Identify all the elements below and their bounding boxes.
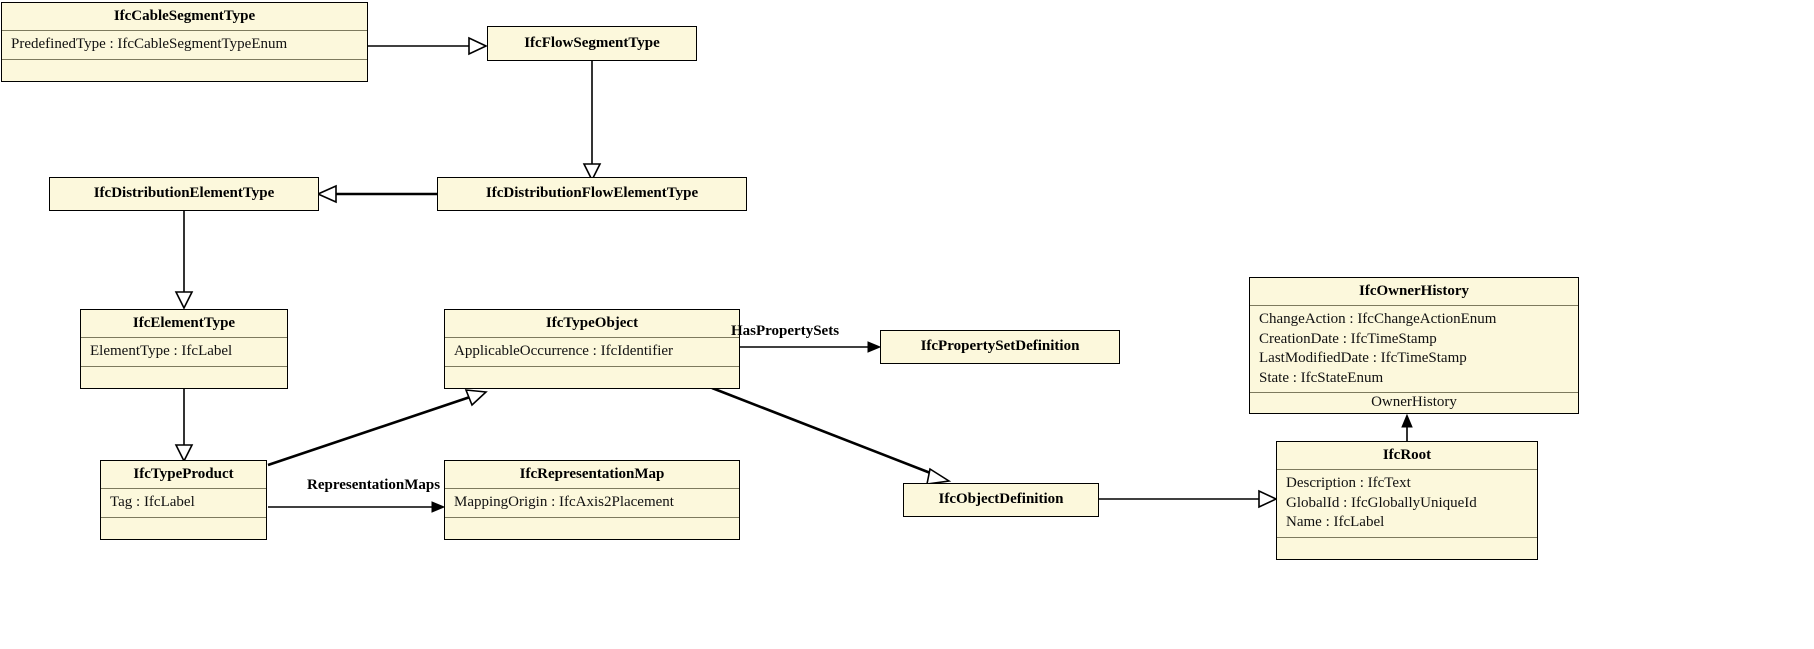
class-attributes: PredefinedType : IfcCableSegmentTypeEnum (2, 31, 367, 59)
edge-label-representationmaps: RepresentationMaps (307, 477, 441, 493)
compartment-separator (445, 337, 739, 339)
class-attribute: ApplicableOccurrence : IfcIdentifier (454, 343, 674, 360)
class-attribute: MappingOrigin : IfcAxis2Placement (454, 494, 674, 511)
compartment-separator (101, 516, 266, 518)
compartment-separator (1277, 536, 1537, 538)
class-operations-empty (101, 518, 266, 539)
generalization-arrowhead-icon (468, 36, 488, 56)
class-attribute: Description : IfcText (1286, 475, 1411, 492)
class-box-ifcownerhistory[interactable]: IfcOwnerHistory ChangeAction : IfcChange… (1249, 277, 1579, 415)
association-arrowhead-icon (1401, 413, 1413, 428)
class-title: IfcPropertySetDefinition (920, 338, 1080, 355)
class-operations-empty (2, 60, 367, 81)
class-attributes: ElementType : IfcLabel (81, 338, 287, 366)
class-title: IfcCableSegmentType (113, 8, 256, 24)
class-title: IfcDistributionElementType (93, 185, 275, 202)
class-operations-empty (445, 367, 739, 388)
class-box-ifcelementtype[interactable]: IfcElementType ElementType : IfcLabel (80, 309, 288, 389)
edge-typeobject-to-objectdefinition (711, 386, 934, 476)
class-title: IfcRoot (1382, 447, 1432, 463)
compartment-separator (2, 30, 367, 32)
class-box-ifctypeobject[interactable]: IfcTypeObject ApplicableOccurrence : Ifc… (444, 309, 740, 389)
compartment-separator (2, 58, 367, 60)
class-box-ifcflowsegmenttype[interactable]: IfcFlowSegmentType (487, 26, 697, 61)
class-title: IfcObjectDefinition (938, 491, 1064, 508)
edge-label-haspropertysets: HasPropertySets (731, 323, 840, 339)
association-arrowhead-icon (867, 341, 882, 353)
class-attribute: ChangeAction : IfcChangeActionEnum (1259, 311, 1497, 328)
generalization-arrowhead-icon (1258, 489, 1278, 509)
class-title: IfcTypeProduct (133, 466, 234, 482)
class-operations-empty (81, 367, 287, 388)
class-attribute: LastModifiedDate : IfcTimeStamp (1259, 350, 1467, 367)
class-attribute: ElementType : IfcLabel (90, 343, 233, 360)
generalization-arrowhead-icon (174, 291, 194, 310)
compartment-separator (445, 365, 739, 367)
class-attributes: Description : IfcText GlobalId : IfcGlob… (1277, 470, 1537, 537)
class-box-ifctypeproduct[interactable]: IfcTypeProduct Tag : IfcLabel (100, 460, 267, 540)
generalization-arrowhead-icon (925, 467, 952, 485)
compartment-separator (445, 516, 739, 518)
class-box-ifcdistributionflowelementtype[interactable]: IfcDistributionFlowElementType (437, 177, 747, 211)
class-title: IfcElementType (132, 315, 236, 331)
class-box-ifcobjectdefinition[interactable]: IfcObjectDefinition (903, 483, 1099, 517)
class-title: IfcTypeObject (545, 315, 639, 331)
class-box-ifcpropertysetdefinition[interactable]: IfcPropertySetDefinition (880, 330, 1120, 364)
class-box-ifcroot[interactable]: IfcRoot Description : IfcText GlobalId :… (1276, 441, 1538, 560)
class-attribute: State : IfcStateEnum (1259, 369, 1384, 386)
class-title: IfcDistributionFlowElementType (485, 185, 699, 202)
compartment-separator (1250, 305, 1578, 307)
class-box-ifccablesegmenttype[interactable]: IfcCableSegmentType PredefinedType : Ifc… (1, 2, 368, 82)
class-title: IfcRepresentationMap (519, 466, 665, 482)
compartment-separator (445, 488, 739, 490)
association-role-label: OwnerHistory (1371, 394, 1457, 411)
class-attributes: ApplicableOccurrence : IfcIdentifier (445, 338, 739, 366)
generalization-arrowhead-icon (464, 389, 488, 407)
class-attribute: GlobalId : IfcGloballyUniqueId (1286, 494, 1477, 511)
class-box-ifcrepresentationmap[interactable]: IfcRepresentationMap MappingOrigin : Ifc… (444, 460, 740, 540)
edge-typeproduct-to-typeobject (267, 395, 471, 467)
class-attribute: PredefinedType : IfcCableSegmentTypeEnum (11, 36, 288, 53)
generalization-arrowhead-icon (316, 184, 337, 204)
class-attribute: Tag : IfcLabel (110, 494, 195, 511)
compartment-separator (101, 488, 266, 490)
class-attribute: CreationDate : IfcTimeStamp (1259, 330, 1437, 347)
class-title: IfcFlowSegmentType (524, 34, 660, 51)
compartment-separator (81, 337, 287, 339)
class-operations-empty (1277, 538, 1537, 559)
class-box-ifcdistributionelementtype[interactable]: IfcDistributionElementType (49, 177, 319, 211)
class-title: IfcOwnerHistory (1359, 283, 1469, 299)
generalization-arrowhead-icon (174, 444, 194, 463)
class-attributes: MappingOrigin : IfcAxis2Placement (445, 489, 739, 517)
class-attribute: Name : IfcLabel (1286, 514, 1385, 531)
class-attributes: ChangeAction : IfcChangeActionEnum Creat… (1250, 306, 1578, 392)
class-attributes: Tag : IfcLabel (101, 489, 266, 517)
compartment-separator (1277, 469, 1537, 471)
class-operations-empty (445, 518, 739, 539)
compartment-separator (1250, 392, 1578, 394)
compartment-separator (81, 365, 287, 367)
association-arrowhead-icon (431, 501, 446, 513)
